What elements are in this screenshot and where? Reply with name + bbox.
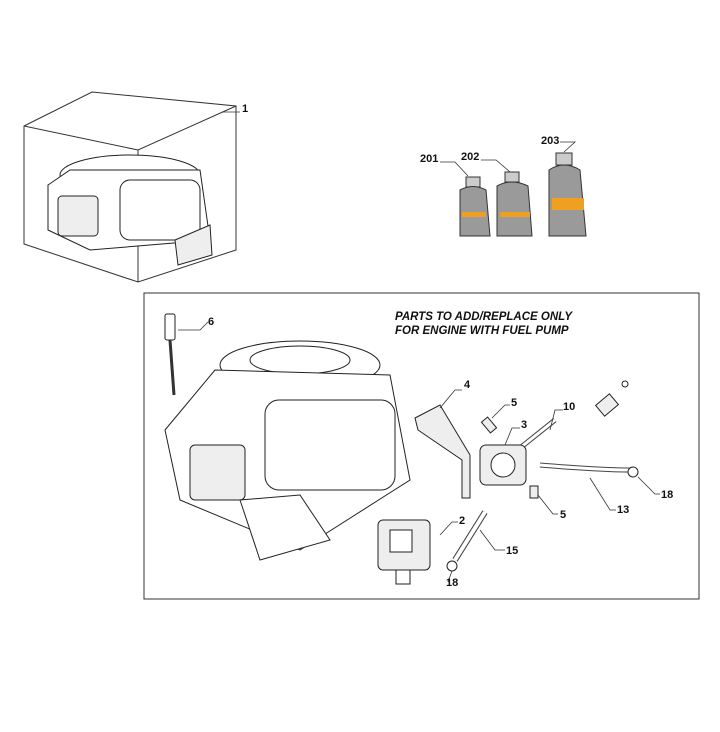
callout-2[interactable]: 2 <box>459 515 465 527</box>
callout-3[interactable]: 3 <box>521 419 527 431</box>
clamp-right[interactable] <box>627 466 639 478</box>
note-line-2: FOR ENGINE WITH FUEL PUMP <box>395 325 569 337</box>
note-line-1: PARTS TO ADD/REPLACE ONLY <box>395 311 573 323</box>
callout-18-bottom[interactable]: 18 <box>446 577 458 589</box>
callout-5-top[interactable]: 5 <box>511 397 517 409</box>
clamp-bottom[interactable] <box>446 560 458 572</box>
carburetor[interactable] <box>377 519 431 585</box>
fuel-pump[interactable] <box>479 444 527 486</box>
callout-1[interactable]: 1 <box>242 103 248 115</box>
fuel-pump-kit-frame <box>143 292 700 600</box>
callout-10[interactable]: 10 <box>563 401 575 413</box>
callout-5-bottom[interactable]: 5 <box>560 509 566 521</box>
callout-201[interactable]: 201 <box>420 153 438 165</box>
callout-15[interactable]: 15 <box>506 545 518 557</box>
screw-bottom[interactable] <box>529 485 539 499</box>
oil-bottle-201[interactable] <box>459 176 491 237</box>
callout-6[interactable]: 6 <box>208 316 214 328</box>
callout-13[interactable]: 13 <box>617 504 629 516</box>
oil-bottle-203[interactable] <box>548 152 587 237</box>
callout-202[interactable]: 202 <box>461 151 479 163</box>
callout-18-right[interactable]: 18 <box>661 489 673 501</box>
engine-assembly-box[interactable] <box>23 91 237 283</box>
oil-bottle-202[interactable] <box>496 171 533 237</box>
callout-203[interactable]: 203 <box>541 135 559 147</box>
bracket[interactable] <box>414 404 471 499</box>
screw-top[interactable] <box>480 416 498 434</box>
dipstick[interactable] <box>164 313 176 396</box>
engine[interactable] <box>164 340 411 561</box>
callout-4[interactable]: 4 <box>464 379 471 391</box>
inline-fitting[interactable] <box>594 380 629 417</box>
